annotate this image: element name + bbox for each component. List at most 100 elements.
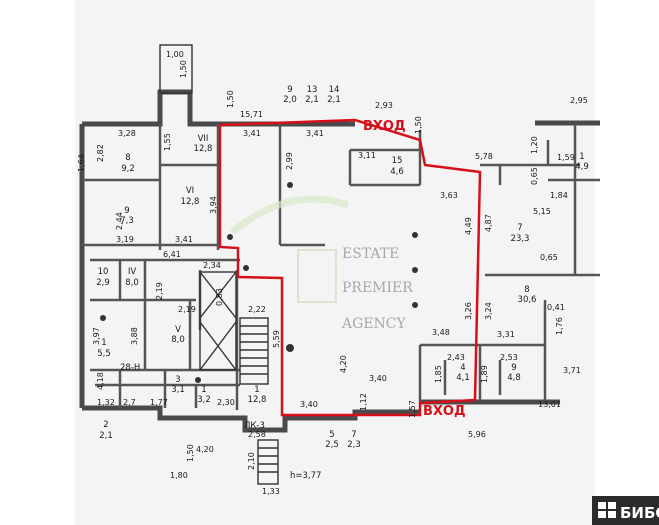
room-area: 12,8 (181, 197, 200, 207)
stair-shaft (159, 44, 279, 485)
room-area: 4,1 (456, 373, 470, 383)
dimension: 2,82 (96, 144, 105, 162)
dimension: 3,48 (432, 328, 450, 337)
dimension: 3,31 (497, 330, 515, 339)
dimension: 5,78 (475, 152, 493, 161)
dimension: 1,12 (359, 393, 368, 411)
dimension: 1,50 (186, 444, 195, 462)
room-no: V (175, 325, 181, 335)
room-area: 7,3 (120, 216, 134, 226)
dimension: 2,7 (123, 398, 136, 407)
dimension: 1,00 (166, 50, 184, 59)
dimension: 1,76 (555, 317, 564, 335)
logo-text: БИБО (620, 504, 659, 522)
dimension: 4,87 (484, 214, 493, 232)
dimension: 1,50 (179, 60, 188, 78)
room-no: 7 (517, 223, 522, 233)
room-no: VI (186, 186, 194, 196)
room-no: 7 (351, 430, 356, 440)
room-area: 23,3 (511, 234, 530, 244)
room-no: 15 (392, 156, 403, 166)
dimension: 3,40 (300, 400, 318, 409)
room-area: 4,6 (390, 167, 404, 177)
ceiling-height-label: h=3,77 (290, 471, 321, 481)
room-area: 2,1 (305, 95, 319, 105)
dimension: 5,15 (533, 207, 551, 216)
dimension: 1,55 (163, 133, 172, 151)
dimension: 2,93 (375, 101, 393, 110)
room-no: 8 (125, 153, 130, 163)
dimension: 1,59 (557, 153, 575, 162)
unit-label: 28-Н (120, 363, 140, 373)
dimension-labels: 3,28 3,41 3,41 3,11 1,55 2,82 2,99 3,94 … (77, 129, 581, 496)
dimension: 1,77 (150, 398, 168, 407)
dimension: 2,22 (248, 305, 266, 314)
watermark-line-3: AGENCY (341, 316, 406, 332)
dimension: 5,96 (468, 430, 486, 439)
room-no: 1 (579, 152, 584, 162)
dimension: 1,89 (480, 365, 489, 383)
dimension: 3,71 (563, 366, 581, 375)
room-no: 5 (329, 430, 334, 440)
room-area: 12,8 (194, 144, 213, 154)
dimension: 1,32 (97, 398, 115, 407)
room-area: 2,0 (283, 95, 297, 105)
watermark-line-2: PREMIER (342, 280, 413, 296)
room-area: 4,8 (507, 373, 521, 383)
dimension: 1,64 (77, 154, 86, 172)
room-no: 9 (287, 85, 292, 95)
dimension: 4,18 (96, 372, 105, 390)
stair-label: ЛК-3 (244, 421, 265, 431)
dimension: 0,83 (215, 288, 224, 306)
dimension: 2,34 (203, 261, 221, 270)
room-no: 2 (103, 420, 108, 430)
room-labels: 8 9,2 VII 12,8 15 4,6 9 2,0 13 2,1 14 2,… (96, 85, 589, 450)
dimension: 0,65 (540, 253, 558, 262)
interior-walls (82, 123, 600, 410)
dimension: 2,19 (178, 305, 196, 314)
dimension: 1,20 (530, 136, 539, 154)
room-no: IV (128, 267, 137, 277)
room-no: 4 (460, 363, 465, 373)
dimension: 2,10 (247, 452, 256, 470)
room-no: 3 (175, 375, 180, 385)
room-area: 5,5 (97, 349, 111, 359)
dimension: 1,33 (262, 487, 280, 496)
room-no: 8 (524, 285, 529, 295)
dimension: 3,41 (243, 129, 261, 138)
room-no: 1 (254, 385, 259, 395)
dimension-labels-top: 1,00 1,50 1,50 15,71 2,93 2,95 1,50 1,20… (166, 50, 588, 161)
room-area: 8,0 (125, 278, 139, 288)
room-area: 2,1 (327, 95, 341, 105)
room-no: 10 (98, 267, 109, 277)
logo-mark-icon (598, 502, 616, 518)
dimension: 5,59 (272, 330, 281, 348)
dimension: 0,41 (547, 303, 565, 312)
dimension: 3,40 (369, 374, 387, 383)
room-area: 8,0 (171, 335, 185, 345)
room-no: 14 (329, 85, 340, 95)
dimension: 0,65 (530, 167, 539, 185)
entrance-label-top: ВХОД (363, 119, 406, 134)
watermark: ESTATE PREMIER AGENCY (229, 195, 413, 332)
brand-logo: БИБО (592, 496, 659, 525)
dimension: 3,24 (484, 302, 493, 320)
dimension: 2,99 (285, 152, 294, 170)
room-area: 3,2 (197, 395, 211, 405)
dimension: 2,95 (570, 96, 588, 105)
dimension: 3,19 (116, 235, 134, 244)
dimension: 3,28 (118, 129, 136, 138)
room-no: 9 (511, 363, 516, 373)
dimension: 4,20 (339, 355, 348, 373)
premises-outline (218, 118, 482, 417)
room-area: 2,5 (325, 440, 339, 450)
dimension: 2,43 (447, 353, 465, 362)
dimension: 2,44 (115, 212, 124, 230)
dimension: 2,19 (155, 282, 164, 300)
dimension: 3,94 (209, 196, 218, 214)
room-area: 30,6 (518, 295, 537, 305)
dimension: 2,58 (248, 430, 266, 439)
room-area: 12,8 (248, 395, 267, 405)
